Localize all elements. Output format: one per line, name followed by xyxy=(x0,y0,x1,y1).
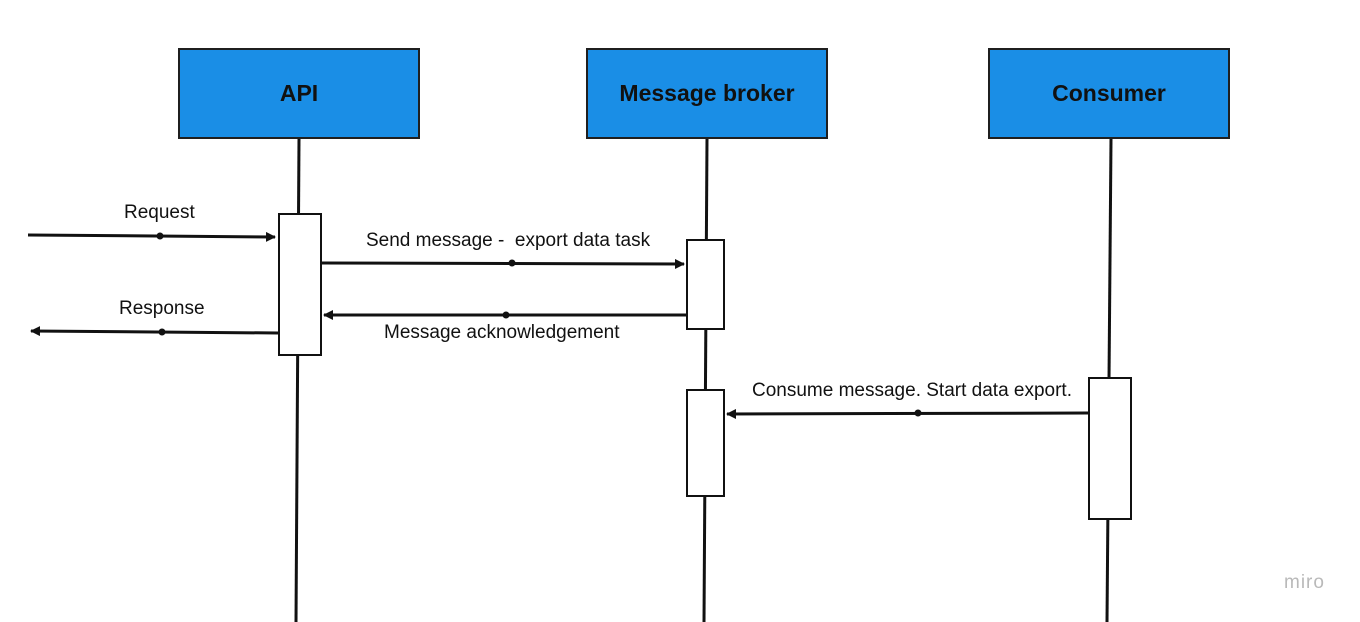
dot-request xyxy=(156,232,164,240)
activation-broker-2 xyxy=(686,389,725,497)
participant-consumer-label: Consumer xyxy=(1052,80,1166,106)
miro-watermark: miro xyxy=(1284,572,1325,593)
dot-response xyxy=(158,328,166,336)
participant-api-label: API xyxy=(279,80,319,106)
participant-api: API xyxy=(178,48,420,139)
activation-consumer xyxy=(1088,377,1132,520)
arrow-consume xyxy=(726,408,1089,419)
arrow-send-message xyxy=(321,258,685,269)
lifeline-broker xyxy=(702,138,709,622)
arrow-response xyxy=(30,326,279,337)
dot-send-message xyxy=(508,259,516,267)
participant-message-broker-label: Message broker xyxy=(619,80,795,106)
activation-api xyxy=(278,213,322,356)
participant-message-broker: Message broker xyxy=(586,48,828,139)
activation-broker-1 xyxy=(686,239,725,330)
lifeline-api xyxy=(294,138,301,622)
label-response: Response xyxy=(119,298,205,319)
dot-acknowledgement xyxy=(502,311,510,319)
label-consume: Consume message. Start data export. xyxy=(752,380,1072,401)
label-request: Request xyxy=(124,202,195,223)
arrow-request xyxy=(27,231,276,242)
participant-consumer: Consumer xyxy=(988,48,1230,139)
label-acknowledgement: Message acknowledgement xyxy=(384,322,620,343)
label-send-message: Send message - export data task xyxy=(366,230,651,251)
dot-consume xyxy=(914,409,922,417)
